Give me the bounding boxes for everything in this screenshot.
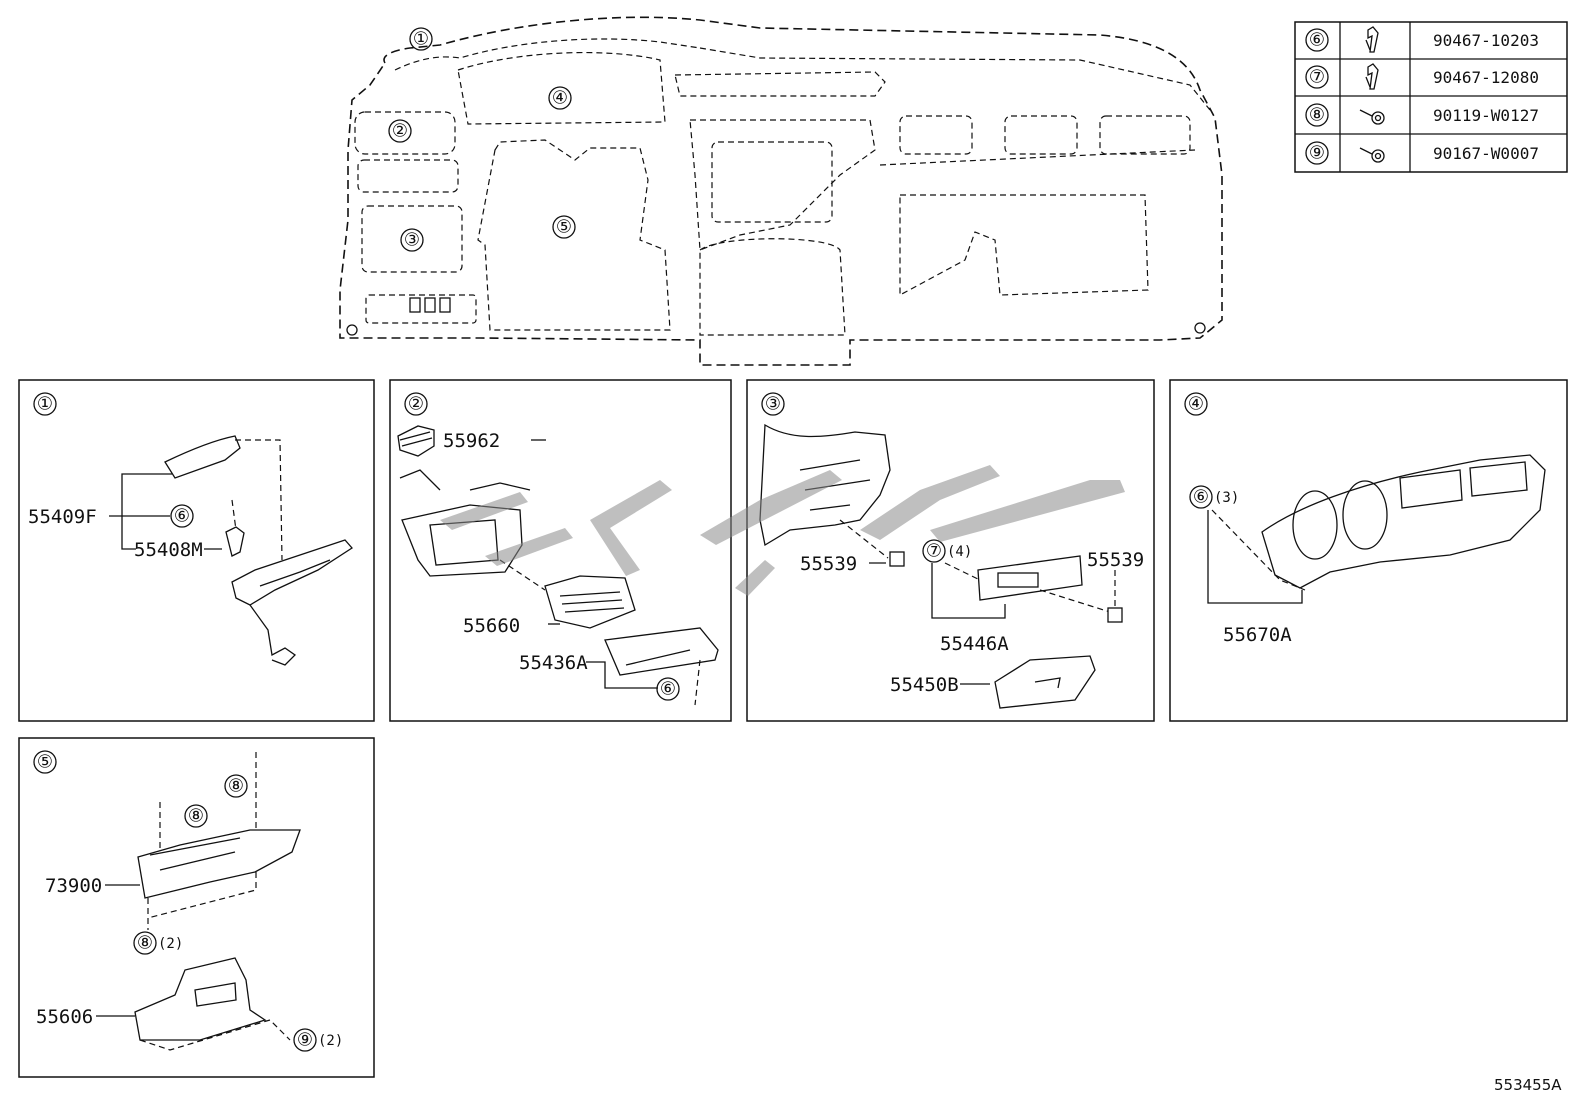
ref-callout-8[interactable]: ⑧ (2) xyxy=(133,931,183,955)
detail-panel-4: ④ 55670A ⑥ (3) xyxy=(1169,379,1568,722)
clip-part-55539[interactable] xyxy=(889,551,905,567)
ref-callout-9[interactable]: ⑨ (2) xyxy=(293,1028,343,1052)
svg-text:④: ④ xyxy=(1188,394,1204,415)
detail-panel-5: ⑤ 73900 55606 ⑧ ⑧ ⑧ (2) ⑨ (2) xyxy=(18,737,375,1078)
svg-text:⑧: ⑧ xyxy=(188,806,204,827)
panel-callout: ⑤ xyxy=(33,750,57,774)
watermark-logo xyxy=(440,465,1125,596)
ref-callout-7[interactable]: ⑦ (4) xyxy=(922,539,972,563)
svg-text:⑥: ⑥ xyxy=(174,506,190,527)
svg-text:90167-W0007: 90167-W0007 xyxy=(1433,144,1539,163)
svg-text:⑨: ⑨ xyxy=(297,1030,313,1051)
ref-callout-6[interactable]: ⑥ xyxy=(170,504,194,528)
part-label-55450B[interactable]: 55450B xyxy=(890,674,959,696)
svg-text:⑧: ⑧ xyxy=(137,933,153,954)
switch-part-55446A[interactable] xyxy=(977,555,1083,601)
part-label-55436A[interactable]: 55436A xyxy=(519,652,588,674)
ref-callout-6[interactable]: ⑥ xyxy=(656,677,680,701)
svg-text:90119-W0127: 90119-W0127 xyxy=(1433,106,1539,125)
part-label-55446A[interactable]: 55446A xyxy=(940,633,1009,655)
box-part-55450B[interactable] xyxy=(994,655,1096,709)
screw-icon xyxy=(1359,109,1385,125)
clip-part[interactable] xyxy=(225,526,245,557)
detail-panel-1: ① 55409F 55408M ⑥ xyxy=(18,379,375,722)
svg-text:⑦: ⑦ xyxy=(926,541,942,562)
panel-part-73900[interactable] xyxy=(137,829,301,899)
panel-callout: ③ xyxy=(761,392,785,416)
panel-callout: ② xyxy=(404,392,428,416)
svg-text:⑧: ⑧ xyxy=(228,776,244,797)
ref-callout-8[interactable]: ⑧ xyxy=(224,774,248,798)
panel-part-55436A[interactable] xyxy=(604,627,719,676)
svg-text:④: ④ xyxy=(552,88,568,109)
clip-icon xyxy=(1365,63,1379,90)
part-label-55539[interactable]: 55539 xyxy=(1087,549,1144,571)
svg-text:③: ③ xyxy=(765,394,781,415)
vent-part-55962[interactable] xyxy=(397,425,435,457)
part-label-73900[interactable]: 73900 xyxy=(45,875,102,897)
fastener-row-9: ⑨ 90167-W0007 xyxy=(1305,141,1539,165)
svg-text:⑥: ⑥ xyxy=(1193,487,1209,508)
part-label-55539[interactable]: 55539 xyxy=(800,553,857,575)
overview-callout-1[interactable]: ① xyxy=(409,27,433,51)
detail-panel-3: ③ 55539 55539 55446A 55450B ⑦ (4) xyxy=(746,379,1155,722)
cover-part[interactable] xyxy=(164,435,241,479)
cover-part-55606[interactable] xyxy=(134,957,267,1041)
part-label-55408M[interactable]: 55408M xyxy=(134,539,203,561)
svg-text:⑤: ⑤ xyxy=(556,217,572,238)
ref-callout-8[interactable]: ⑧ xyxy=(184,804,208,828)
part-label-55409F[interactable]: 55409F xyxy=(28,506,97,528)
fastener-row-6: ⑥ 90467-10203 xyxy=(1305,26,1539,53)
clip-icon xyxy=(1365,26,1379,53)
ref-callout-6[interactable]: ⑥ (3) xyxy=(1189,485,1239,509)
svg-text:⑤: ⑤ xyxy=(37,752,53,773)
screw-icon xyxy=(1359,147,1385,163)
svg-text:②: ② xyxy=(392,121,408,142)
fastener-row-7: ⑦ 90467-12080 xyxy=(1305,63,1539,90)
overview-callout-4[interactable]: ④ xyxy=(548,86,572,110)
svg-text:⑨: ⑨ xyxy=(1309,143,1325,164)
meter-hood-55670A[interactable] xyxy=(1261,454,1546,589)
svg-text:90467-10203: 90467-10203 xyxy=(1433,31,1539,50)
svg-text:①: ① xyxy=(37,394,53,415)
svg-text:90467-12080: 90467-12080 xyxy=(1433,68,1539,87)
overview-callout-2[interactable]: ② xyxy=(388,119,412,143)
svg-text:⑦: ⑦ xyxy=(1309,67,1325,88)
svg-text:(2): (2) xyxy=(318,1033,343,1049)
fastener-table: ⑥ 90467-10203 ⑦ 90467-12080 ⑧ 9 xyxy=(1294,21,1568,173)
fastener-row-8: ⑧ 90119-W0127 xyxy=(1305,103,1539,127)
svg-text:③: ③ xyxy=(404,230,420,251)
part-label-55660[interactable]: 55660 xyxy=(463,615,520,637)
detail-panel-2: ② 55962 55660 55436A ⑥ xyxy=(389,379,732,722)
svg-text:⑧: ⑧ xyxy=(1309,105,1325,126)
dashboard-overview xyxy=(339,16,1223,366)
overview-callout-5[interactable]: ⑤ xyxy=(552,215,576,239)
svg-text:(2): (2) xyxy=(158,936,183,952)
overview-callout-3[interactable]: ③ xyxy=(400,228,424,252)
part-label-55962[interactable]: 55962 xyxy=(443,430,500,452)
svg-text:⑥: ⑥ xyxy=(1309,30,1325,51)
clip-part-55539[interactable] xyxy=(1107,607,1123,623)
part-label-55670A[interactable]: 55670A xyxy=(1223,624,1292,646)
svg-text:(4): (4) xyxy=(947,544,972,560)
part-label-55606[interactable]: 55606 xyxy=(36,1006,93,1028)
panel-callout: ④ xyxy=(1184,392,1208,416)
svg-text:(3): (3) xyxy=(1214,490,1239,506)
svg-text:②: ② xyxy=(408,394,424,415)
figure-code: 553455A xyxy=(1494,1076,1562,1094)
svg-text:⑥: ⑥ xyxy=(660,679,676,700)
svg-text:①: ① xyxy=(413,29,429,50)
panel-callout: ① xyxy=(33,392,57,416)
